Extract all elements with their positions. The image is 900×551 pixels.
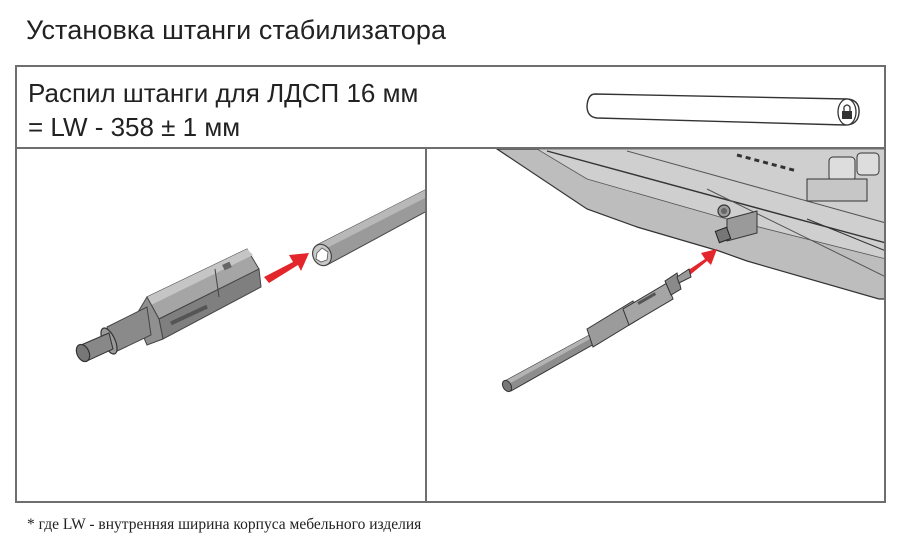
cut-length-formula: = LW - 358 ± 1 мм — [28, 112, 241, 142]
cut-length-label: Распил штанги для ЛДСП 16 мм — [28, 78, 419, 108]
page-title: Установка штанги стабилизатора — [26, 15, 447, 45]
rod-with-adapter-part — [501, 268, 692, 393]
step-insert-rod-into-drawer — [427, 149, 884, 501]
rod-into-drawer-illustration — [495, 149, 884, 393]
footnote: * где LW - внутренняя ширина корпуса меб… — [27, 516, 422, 533]
rod-segment — [312, 189, 425, 267]
adapter-and-rod-illustration — [75, 189, 425, 363]
adapter-part — [75, 248, 262, 363]
instruction-frame: Распил штанги для ЛДСП 16 мм = LW - 358 … — [15, 65, 886, 503]
stabilizer-rod-icon — [586, 93, 860, 126]
cut-length-header: Распил штанги для ЛДСП 16 мм = LW - 358 … — [17, 67, 884, 149]
step-insert-adapter-into-rod — [17, 149, 427, 501]
drawer-bottom-part — [495, 149, 884, 300]
insert-arrow-icon — [264, 253, 309, 283]
